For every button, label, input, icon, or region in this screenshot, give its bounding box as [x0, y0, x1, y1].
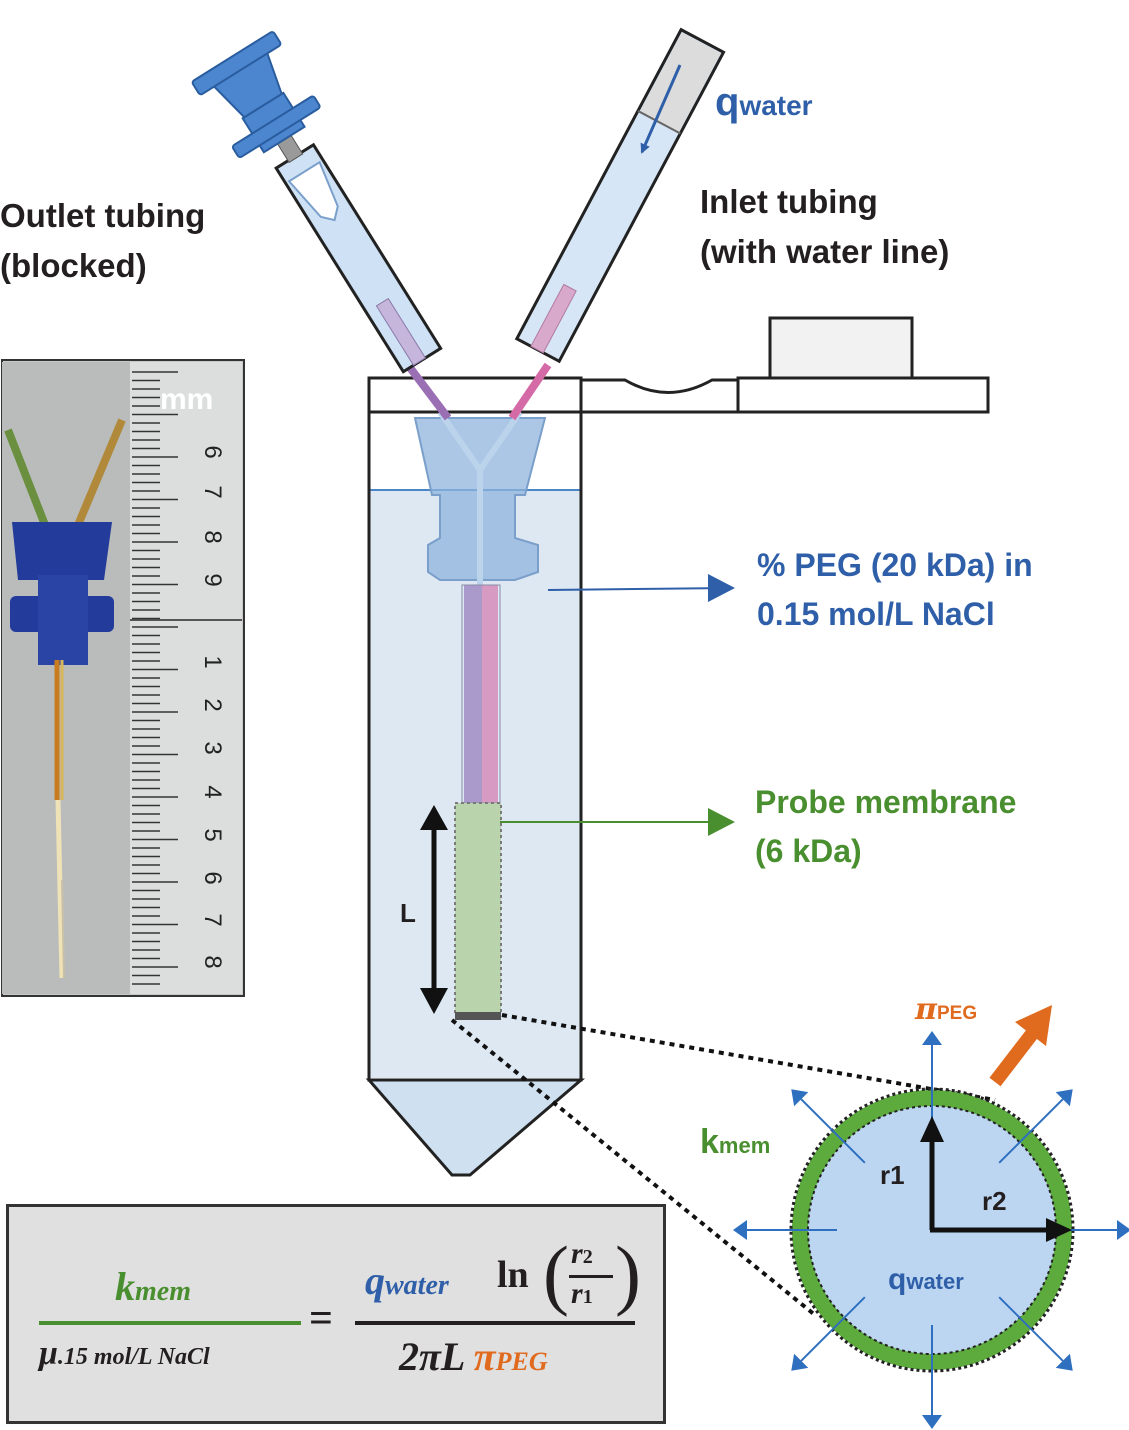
eq-ln: ln	[497, 1254, 529, 1296]
eq-q-water: qwater	[365, 1257, 449, 1304]
outlet-label-line2: (blocked)	[0, 247, 147, 285]
eq-r1-symbol: r	[571, 1277, 583, 1310]
eq-r2-symbol: r	[571, 1237, 583, 1270]
r1-label: r1	[880, 1160, 905, 1190]
k-subscript: mem	[718, 1133, 771, 1158]
eq-pi-symbol: π	[473, 1334, 496, 1379]
outlet-tubing	[191, 31, 443, 374]
zoom-lines	[450, 1013, 996, 1317]
length-arrow	[420, 805, 448, 1014]
ruler-tick-label: 8	[199, 955, 226, 968]
inner-tubing	[404, 362, 552, 421]
flux-arrow-shaft	[998, 1296, 1064, 1362]
inlet-label-line1: Inlet tubing	[700, 183, 878, 220]
peg-label-line2: 0.15 mol/L NaCl	[757, 596, 995, 633]
flux-arrow-head	[791, 1353, 809, 1371]
ruler-tick-label: 2	[199, 698, 226, 711]
flux-arrow-head	[1055, 1353, 1073, 1371]
k-mem-label: kmem	[700, 1122, 770, 1163]
eq-r1: r1	[571, 1277, 593, 1311]
eq-2pil: 2πL	[399, 1334, 464, 1379]
probe-membrane-label: Probe membrane (6 kDa)	[755, 783, 1016, 871]
ruler-tick-label: 4	[199, 785, 226, 798]
peg-label-line1: % PEG (20 kDa) in	[757, 547, 1033, 583]
eq-left-fraction-bar	[39, 1321, 301, 1325]
flux-arrow-head	[791, 1089, 809, 1107]
eq-ratio-bar	[569, 1275, 613, 1278]
membrane-label-line2: (6 kDa)	[755, 833, 862, 870]
pi-peg-label: πPEG	[915, 992, 977, 1029]
eq-mu-symbol: μ	[39, 1335, 58, 1372]
pointer-arrows	[500, 574, 735, 836]
eq-pi-subscript: PEG	[495, 1347, 548, 1376]
inlet-label-line2: (with water line)	[700, 233, 950, 271]
eq-denominator-right: 2πL πPEG	[399, 1333, 548, 1380]
ruler-tick-label: 7	[199, 485, 226, 498]
ruler-unit-label: mm	[160, 383, 214, 416]
ruler-tick-label: 6	[199, 871, 226, 884]
eq-mu-subscript: .15 mol/L NaCl	[57, 1344, 210, 1370]
q-circle-symbol: q	[888, 1263, 907, 1296]
equation-box: kmem μ.15 mol/L NaCl = qwater ln ( r2 r1…	[6, 1204, 666, 1424]
eq-r2: r2	[571, 1237, 593, 1271]
eq-r1-subscript: 1	[582, 1286, 593, 1308]
outward-flux-arrows	[733, 1031, 1129, 1429]
q-symbol: q	[715, 80, 740, 124]
probe-photo: 6 7 8 9 1 2 3 4 5 6 7 8	[1, 359, 245, 997]
membrane-cross-section	[733, 1005, 1129, 1429]
k-symbol: k	[700, 1123, 719, 1161]
flux-arrow-head	[922, 1415, 942, 1429]
flux-arrow-shaft	[800, 1098, 866, 1164]
flux-arrow-shaft	[800, 1296, 866, 1362]
eq-paren-close: )	[615, 1230, 641, 1317]
ruler-tick-label: 9	[199, 573, 226, 586]
outlet-tubing-label: Outlet tubing (blocked)	[0, 196, 205, 287]
pi-symbol: π	[915, 992, 937, 1027]
q-water-label-top: qwater	[715, 78, 813, 127]
flux-arrow-head	[1055, 1089, 1073, 1107]
eq-q-symbol: q	[365, 1258, 385, 1303]
ruler-tick-label: 8	[199, 530, 226, 543]
ruler-tick-labels: 6 7 8 9 1 2 3 4 5 6 7 8	[199, 445, 226, 968]
ruler-tick-label: 3	[199, 741, 226, 754]
r2-label: r2	[982, 1186, 1007, 1216]
eq-paren-open: (	[543, 1230, 569, 1317]
length-label: L	[400, 898, 416, 928]
probe-body	[413, 410, 547, 1020]
eq-equals: =	[309, 1296, 333, 1342]
ruler-tick-label: 7	[199, 913, 226, 926]
flux-arrow-head	[1117, 1220, 1129, 1240]
eq-q-subscript: water	[385, 1270, 449, 1301]
peg-solution-label: % PEG (20 kDa) in 0.15 mol/L NaCl	[757, 546, 1033, 634]
inlet-tubing-label: Inlet tubing (with water line)	[700, 182, 949, 273]
pi-subscript: PEG	[936, 1003, 978, 1024]
q-subscript: water	[739, 90, 813, 121]
q-water-label-circle: qwater	[888, 1262, 964, 1299]
flux-arrow-shaft	[998, 1098, 1064, 1164]
eq-k-mem: kmem	[115, 1263, 191, 1310]
ruler-tick-label: 1	[199, 655, 226, 668]
eq-k-subscript: mem	[135, 1276, 191, 1307]
inlet-tubing	[514, 27, 726, 364]
eq-k-symbol: k	[115, 1264, 135, 1309]
ruler-minor-ticks	[132, 371, 178, 985]
flux-arrow-head	[733, 1220, 747, 1240]
flux-arrow-head	[922, 1031, 942, 1045]
eq-r2-subscript: 2	[582, 1246, 593, 1268]
eq-mu: μ.15 mol/L NaCl	[39, 1335, 210, 1373]
membrane-label-line1: Probe membrane	[755, 784, 1017, 820]
eq-right-fraction-bar	[355, 1321, 635, 1325]
q-circle-subscript: water	[906, 1269, 964, 1294]
outlet-label-line1: Outlet tubing	[0, 197, 206, 234]
ruler-tick-label: 6	[199, 445, 226, 458]
ruler-tick-label: 5	[199, 828, 226, 841]
